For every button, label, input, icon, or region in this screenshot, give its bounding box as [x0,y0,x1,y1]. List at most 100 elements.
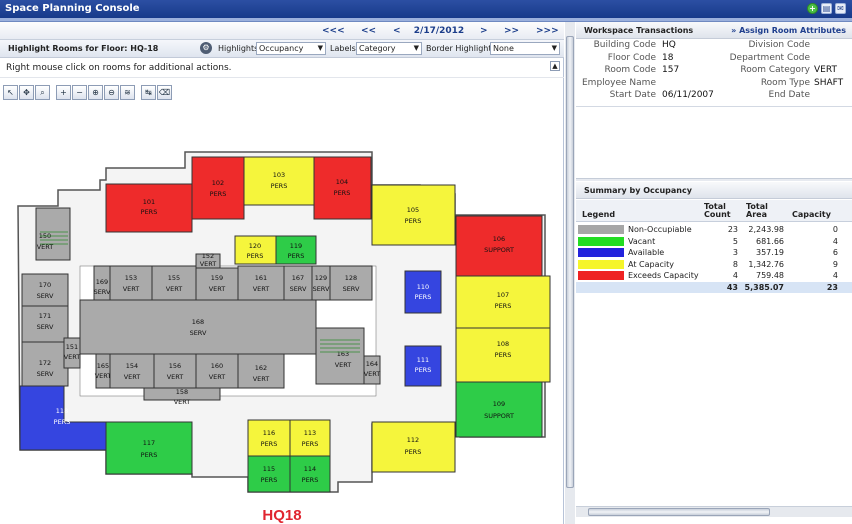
legend-label: Non-Occupiable [628,225,692,234]
eraser-icon[interactable]: ⌫ [157,85,172,100]
refresh-icon[interactable]: ↹ [141,85,156,100]
count-column-line1[interactable]: Total [704,202,726,211]
zoom-in-icon[interactable]: + [56,85,71,100]
settings-icon[interactable]: ⚙ [200,42,212,54]
count-value: 8 [732,259,738,269]
prev-month-button[interactable]: << [361,26,377,36]
svg-text:PERS: PERS [334,189,351,197]
area-column-line2[interactable]: Area [746,210,767,219]
prev-date-button[interactable]: < [393,26,401,36]
svg-text:152: 152 [202,252,214,260]
border-highlights-select[interactable]: None▼ [490,42,560,55]
first-date-button[interactable]: <<< [322,26,345,36]
last-date-button[interactable]: >>> [536,26,559,36]
layers-icon[interactable]: ≋ [120,85,135,100]
border-highlights-label: Border Highlights [426,44,496,53]
capacity-column[interactable]: Capacity [792,210,831,219]
h-scroll-thumb[interactable] [588,508,770,516]
title-bar: Space Planning Console + ▤ ✉ [0,0,852,18]
area-column-line1[interactable]: Total [746,202,768,211]
legend-column[interactable]: Legend [582,210,616,219]
select-icon[interactable]: ↖ [3,85,18,100]
svg-text:111: 111 [417,356,429,364]
zoom-out-icon[interactable]: − [72,85,87,100]
capacity-value: 4 [832,236,838,246]
svg-text:VERT: VERT [37,243,54,251]
count-column-line2[interactable]: Count [704,210,731,219]
svg-text:VERT: VERT [166,285,183,293]
labels-select[interactable]: Category▼ [356,42,422,55]
next-date-button[interactable]: > [480,26,488,36]
legend-swatch [578,271,624,280]
zoom-extents-icon[interactable]: ⊕ [88,85,103,100]
current-date[interactable]: 2/17/2012 [413,26,465,36]
svg-text:PERS: PERS [271,182,288,190]
assign-room-attributes-link[interactable]: » Assign Room Attributes [731,26,846,35]
zoom-window-icon[interactable]: ⌕ [35,85,50,100]
scroll-thumb[interactable] [566,36,574,488]
highlights-select[interactable]: Occupancy▼ [256,42,326,55]
panel-splitter[interactable] [576,178,852,181]
horizontal-scrollbar[interactable] [576,506,852,517]
vertical-scrollbar[interactable] [565,22,575,524]
zoom-previous-icon[interactable]: ⊖ [104,85,119,100]
pan-icon[interactable]: ✥ [19,85,34,100]
collapse-icon[interactable]: ▲ [550,61,560,71]
svg-text:154: 154 [126,362,138,370]
next-month-button[interactable]: >> [504,26,520,36]
print-icon[interactable]: ▤ [821,3,832,14]
area-value: 1,342.76 [748,259,784,269]
svg-text:106: 106 [493,235,505,243]
mail-icon[interactable]: ✉ [835,3,846,14]
add-icon[interactable]: + [807,3,818,14]
